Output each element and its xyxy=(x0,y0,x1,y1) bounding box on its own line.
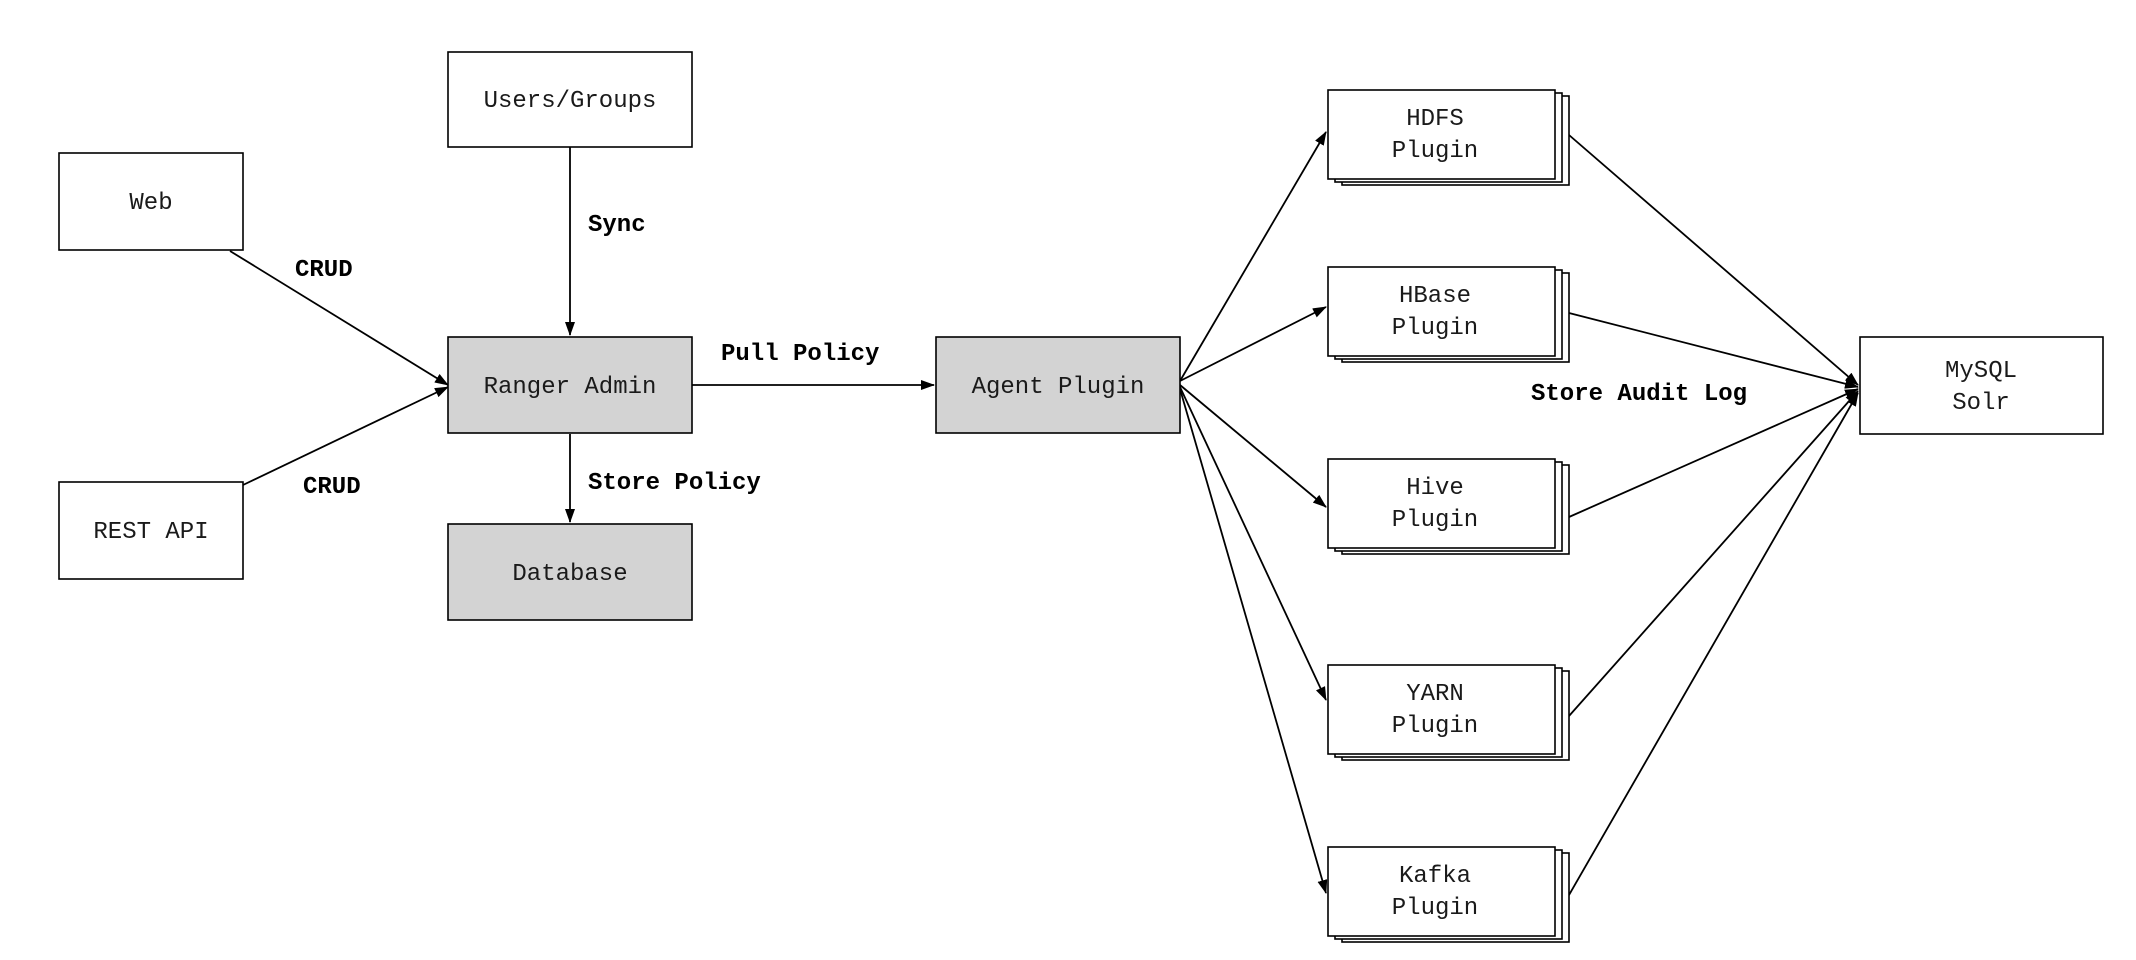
node-yarn-plugin: YARN Plugin xyxy=(1327,664,1570,761)
node-database: Database xyxy=(447,523,693,621)
edges xyxy=(229,131,1859,896)
node-mysql-solr: MySQL Solr xyxy=(1859,336,2104,435)
node-hive-plugin: Hive Plugin xyxy=(1327,458,1570,555)
node-ranger-admin: Ranger Admin xyxy=(447,336,693,434)
node-yarn-plugin-line1: YARN xyxy=(1406,681,1464,708)
node-hbase-plugin-line2: Plugin xyxy=(1392,315,1478,342)
node-yarn-plugin-line2: Plugin xyxy=(1392,713,1478,740)
label-crud-rest: CRUD xyxy=(303,474,361,501)
node-rest-api: REST API xyxy=(58,481,244,580)
edge-rest-to-ranger xyxy=(242,386,449,486)
node-rest-api-label: REST API xyxy=(93,519,208,546)
node-ranger-admin-label: Ranger Admin xyxy=(484,374,657,401)
node-hdfs-plugin-line2: Plugin xyxy=(1392,138,1478,165)
edge-agent-to-hbase xyxy=(1179,306,1327,382)
node-web: Web xyxy=(58,152,244,251)
node-agent-plugin-label: Agent Plugin xyxy=(972,374,1145,401)
edge-kafka-to-mysql xyxy=(1568,392,1859,896)
node-hbase-plugin: HBase Plugin xyxy=(1327,266,1570,363)
label-store-policy: Store Policy xyxy=(588,470,761,497)
edge-agent-to-hdfs xyxy=(1179,131,1327,382)
edge-yarn-to-mysql xyxy=(1568,390,1859,717)
node-kafka-plugin-line2: Plugin xyxy=(1392,895,1478,922)
edge-hbase-to-mysql xyxy=(1568,312,1859,389)
node-kafka-plugin-line1: Kafka xyxy=(1399,863,1471,890)
node-database-label: Database xyxy=(512,561,627,588)
edge-labels: CRUD CRUD Sync Pull Policy Store Policy … xyxy=(295,212,1747,501)
node-mysql-solr-line1: MySQL xyxy=(1945,358,2017,385)
node-users-groups: Users/Groups xyxy=(447,51,693,148)
node-users-groups-label: Users/Groups xyxy=(484,88,657,115)
node-kafka-plugin: Kafka Plugin xyxy=(1327,846,1570,943)
node-hdfs-plugin-line1: HDFS xyxy=(1406,106,1464,133)
node-mysql-solr-line2: Solr xyxy=(1952,390,2010,417)
node-agent-plugin: Agent Plugin xyxy=(935,336,1181,434)
label-sync: Sync xyxy=(588,212,646,239)
node-hive-plugin-line1: Hive xyxy=(1406,475,1464,502)
node-hive-plugin-line2: Plugin xyxy=(1392,507,1478,534)
node-hdfs-plugin: HDFS Plugin xyxy=(1327,89,1570,186)
label-store-audit-log: Store Audit Log xyxy=(1531,381,1747,408)
node-hbase-plugin-line1: HBase xyxy=(1399,283,1471,310)
label-pull-policy: Pull Policy xyxy=(721,341,879,368)
label-crud-web: CRUD xyxy=(295,257,353,284)
edge-agent-to-hive xyxy=(1179,384,1327,508)
edge-agent-to-kafka xyxy=(1179,388,1328,894)
edge-agent-to-yarn xyxy=(1179,386,1327,701)
edge-web-to-ranger xyxy=(229,250,449,386)
edge-hdfs-to-mysql xyxy=(1568,134,1859,386)
edge-hive-to-mysql xyxy=(1568,388,1859,518)
node-web-label: Web xyxy=(129,190,172,217)
